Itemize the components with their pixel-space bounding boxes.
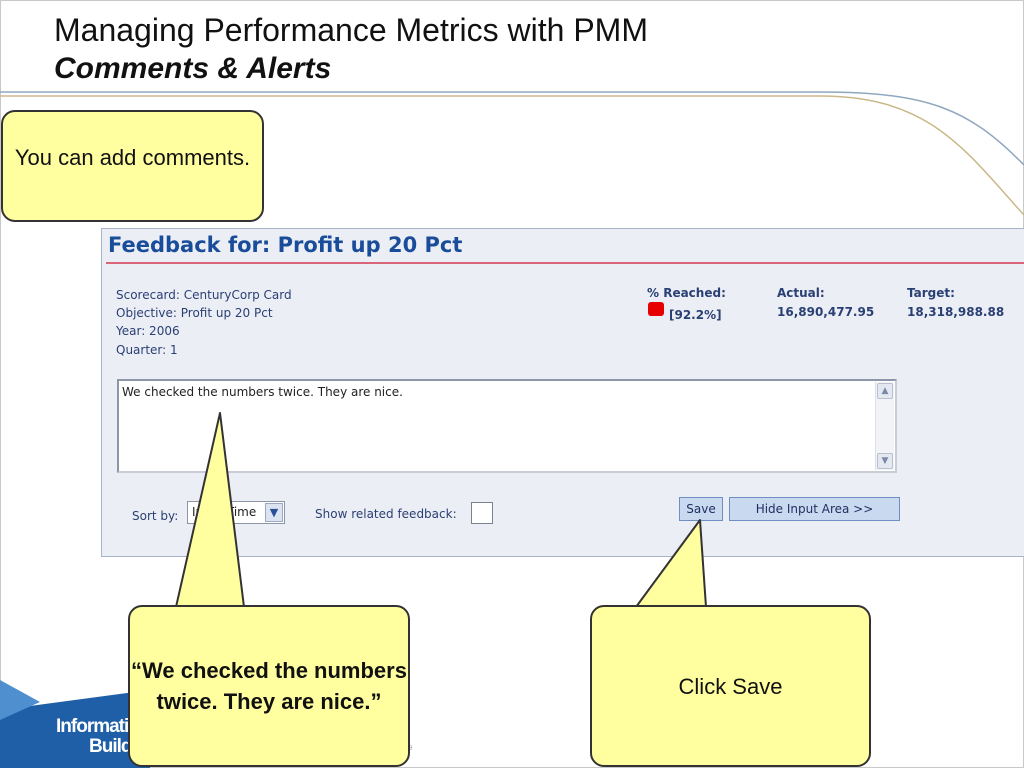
comment-textarea[interactable]: We checked the numbers twice. They are n… — [117, 379, 897, 473]
pct-reached-value: [92.2%] — [669, 308, 722, 322]
chevron-down-icon[interactable]: ▼ — [265, 503, 283, 522]
footer-mark: e — [408, 743, 413, 752]
status-indicator-icon — [648, 302, 664, 316]
title-divider — [106, 262, 1024, 264]
textarea-scrollbar[interactable]: ▲ ▼ — [875, 382, 894, 470]
target-value: 18,318,988.88 — [907, 305, 1005, 319]
feedback-title: Feedback for: Profit up 20 Pct — [108, 233, 463, 257]
comment-text: We checked the numbers twice. They are n… — [122, 385, 403, 399]
hide-input-area-button[interactable]: Hide Input Area >> — [729, 497, 900, 521]
scroll-down-icon[interactable]: ▼ — [877, 453, 893, 469]
callout-click-save: Click Save — [590, 605, 871, 767]
target-label: Target: — [907, 286, 955, 300]
slide-subtitle: Comments & Alerts — [54, 52, 332, 85]
feedback-panel: Feedback for: Profit up 20 Pct Scorecard… — [101, 228, 1024, 557]
callout-add-comments: You can add comments. — [1, 110, 264, 222]
sort-by-label: Sort by: — [132, 509, 179, 523]
callout-quote: “We checked the numbers twice. They are … — [128, 605, 410, 767]
show-related-feedback-label: Show related feedback: — [315, 507, 457, 521]
actual-label: Actual: — [777, 286, 825, 300]
year-label: Year: 2006 — [116, 324, 180, 338]
show-related-feedback-checkbox[interactable] — [471, 502, 493, 524]
logo-text-line1: Information — [56, 716, 150, 737]
slide-title: Managing Performance Metrics with PMM — [54, 12, 648, 48]
quarter-label: Quarter: 1 — [116, 343, 178, 357]
objective-label: Objective: Profit up 20 Pct — [116, 306, 273, 320]
information-builders-logo — [0, 680, 150, 768]
scorecard-label: Scorecard: CenturyCorp Card — [116, 288, 292, 302]
scroll-up-icon[interactable]: ▲ — [877, 383, 893, 399]
pct-reached-label: % Reached: — [647, 286, 726, 300]
actual-value: 16,890,477.95 — [777, 305, 875, 319]
